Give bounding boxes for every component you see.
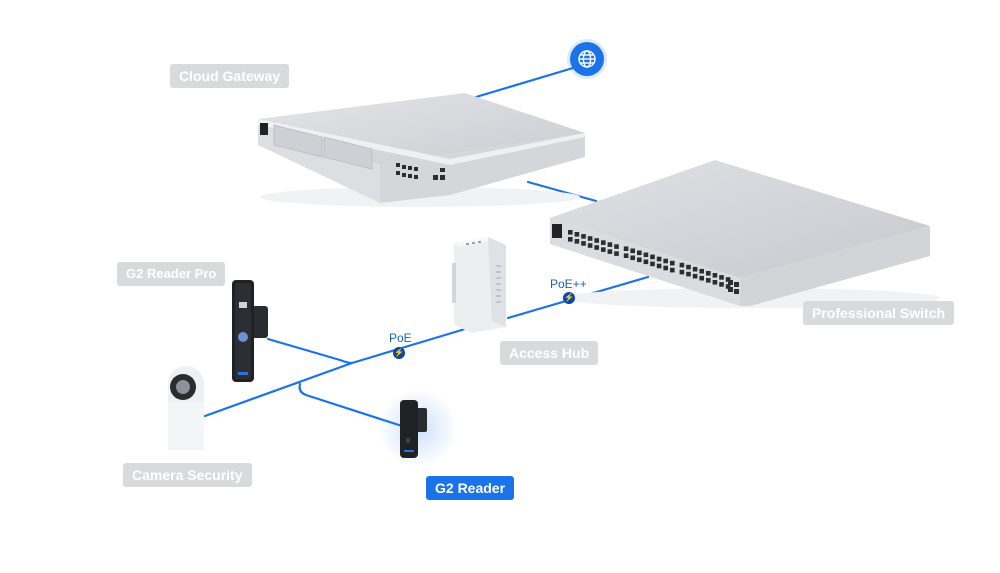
g2-reader-device[interactable]: [396, 398, 432, 460]
switch-port: [706, 271, 711, 276]
switch-ports: [568, 230, 739, 294]
switch-port: [587, 243, 593, 248]
switch-port: [581, 234, 586, 239]
switch-port: [614, 251, 619, 256]
switch-port: [656, 256, 662, 262]
switch-port: [719, 275, 724, 280]
switch-port: [643, 259, 649, 265]
label-g2-reader-pro[interactable]: G2 Reader Pro: [117, 262, 226, 286]
label-professional-switch[interactable]: Professional Switch: [803, 301, 955, 325]
switch-port: [719, 282, 724, 287]
internet-node[interactable]: [570, 42, 604, 76]
switch-port: [623, 253, 629, 258]
label-camera-security[interactable]: Camera Security: [123, 463, 252, 487]
switch-port: [706, 278, 711, 283]
switch-port: [574, 232, 580, 237]
switch-port: [594, 245, 599, 250]
switch-port: [574, 239, 580, 244]
switch-port: [725, 284, 731, 289]
switch-port: [568, 237, 573, 242]
switch-port: [670, 267, 675, 273]
link-gateway-switch: [526, 180, 598, 203]
switch-port: [712, 280, 718, 285]
switch-port: [630, 248, 635, 254]
switch-port: [643, 252, 649, 258]
link-g2-reader: [298, 382, 404, 428]
power-icon: ⚡: [393, 347, 405, 359]
switch-port: [601, 240, 606, 245]
switch-port: [568, 230, 573, 235]
professional-switch-device[interactable]: [540, 160, 940, 310]
switch-port: [587, 236, 593, 241]
switch-port: [686, 271, 691, 277]
switch-port: [594, 238, 599, 243]
link-reader-pro: [266, 337, 354, 365]
poe-plus-label: PoE++: [550, 277, 587, 291]
switch-port: [692, 273, 698, 279]
switch-port: [656, 263, 662, 269]
poe-label: PoE: [389, 331, 412, 345]
label-g2-reader[interactable]: G2 Reader: [426, 476, 515, 500]
switch-port: [581, 241, 586, 246]
switch-port: [725, 277, 731, 282]
sfp-port: [734, 289, 739, 294]
camera-security-device[interactable]: [160, 362, 212, 450]
sfp-port: [728, 280, 733, 285]
link-internet-gateway: [464, 66, 575, 102]
globe-icon: [578, 50, 596, 68]
switch-port: [679, 269, 685, 275]
switch-port: [637, 257, 642, 263]
switch-port: [607, 249, 613, 254]
cloud-gateway-device[interactable]: [250, 85, 590, 210]
switch-port: [601, 247, 606, 252]
switch-port: [679, 262, 685, 268]
switch-port: [614, 244, 619, 249]
switch-port: [699, 275, 704, 281]
label-access-hub[interactable]: Access Hub: [500, 341, 599, 365]
switch-port: [650, 254, 655, 260]
switch-port: [623, 246, 629, 251]
sfp-port: [728, 287, 733, 292]
gateway-ports: [396, 163, 445, 180]
switch-port: [663, 258, 668, 264]
switch-port: [630, 255, 635, 261]
g2-reader-pro-device[interactable]: [228, 278, 274, 384]
switch-port: [607, 242, 613, 247]
switch-port: [686, 264, 691, 270]
switch-port: [650, 261, 655, 267]
switch-port: [663, 265, 668, 271]
power-icon: ⚡: [563, 292, 575, 304]
sfp-port: [734, 282, 739, 287]
switch-port: [637, 250, 642, 256]
label-cloud-gateway[interactable]: Cloud Gateway: [170, 64, 290, 88]
switch-port: [670, 260, 675, 266]
switch-port: [712, 273, 718, 278]
access-hub-device[interactable]: [448, 235, 510, 335]
switch-port: [699, 268, 704, 274]
switch-port: [692, 266, 698, 272]
